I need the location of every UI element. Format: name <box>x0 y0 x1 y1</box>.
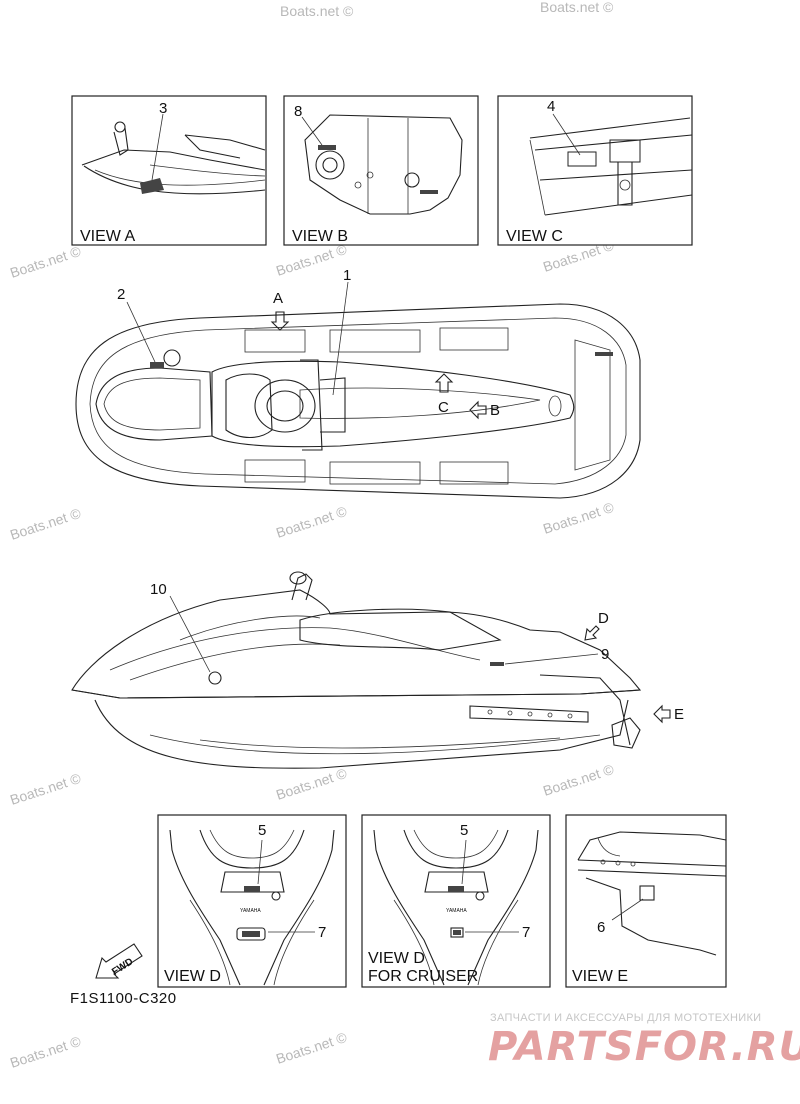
view-e-label: VIEW E <box>572 968 628 985</box>
fwd-direction-arrow: FWD <box>95 943 143 979</box>
callout-7: 7 <box>318 924 326 941</box>
view-a-label: VIEW A <box>80 228 135 245</box>
callout-7: 7 <box>522 924 530 941</box>
callout-10: 10 <box>150 581 167 598</box>
callout-6: 6 <box>597 919 605 936</box>
watermark: Boats.net © <box>8 770 83 808</box>
callout-3: 3 <box>159 100 167 117</box>
callout-5: 5 <box>258 822 266 839</box>
fwd-label: FWD <box>110 956 135 978</box>
watermark: Boats.net © <box>540 0 614 15</box>
callout-1: 1 <box>343 267 351 284</box>
view-b-panel: 8 VIEW B <box>283 95 479 246</box>
side-view-hull <box>71 571 642 769</box>
watermark: Boats.net © <box>274 503 349 541</box>
arrow-a-marker: A <box>270 290 290 331</box>
watermark: Boats.net © <box>8 505 83 543</box>
callout-8: 8 <box>294 103 302 120</box>
watermark: Boats.net © <box>280 3 354 19</box>
arrow-c-marker: C <box>434 373 454 416</box>
yamaha-logo-text: YAMAHA <box>446 908 467 914</box>
view-c-label: VIEW C <box>506 228 563 245</box>
view-c-panel: 4 VIEW C <box>497 95 693 246</box>
arrow-e-marker: E <box>653 704 684 724</box>
top-view-hull <box>75 281 641 499</box>
watermark: Boats.net © <box>541 761 616 799</box>
watermark: Boats.net © <box>274 241 349 279</box>
view-d-cruiser-panel: YAMAHA 5 7 VIEW D FOR CRUISER <box>361 814 551 988</box>
watermark: Boats.net © <box>8 243 83 281</box>
watermark: Boats.net © <box>274 1029 349 1067</box>
arrow-e-label: E <box>674 706 684 723</box>
view-d-label: VIEW D <box>164 968 221 985</box>
watermark: Boats.net © <box>541 499 616 537</box>
arrow-c-label: C <box>438 399 449 416</box>
yamaha-logo-text: YAMAHA <box>240 908 261 914</box>
arrow-b-marker: B <box>469 400 500 420</box>
view-d-cruiser-label: VIEW D <box>368 950 425 967</box>
callout-4: 4 <box>547 98 555 115</box>
view-a-panel: 3 VIEW A <box>71 95 267 246</box>
view-b-label: VIEW B <box>292 228 348 245</box>
callout-9: 9 <box>601 646 609 663</box>
view-d-cruiser-sublabel: FOR CRUISER <box>368 968 478 985</box>
view-d-panel: YAMAHA 5 7 VIEW D <box>157 814 347 988</box>
arrow-b-label: B <box>490 402 500 419</box>
view-e-panel: 6 VIEW E <box>565 814 727 988</box>
watermark: Boats.net © <box>274 765 349 803</box>
arrow-a-label: A <box>273 290 283 307</box>
figure-code: F1S1100-C320 <box>70 990 177 1007</box>
arrow-d-label: D <box>598 610 609 627</box>
shop-brand-logo[interactable]: PARTSFOR.RU <box>488 1024 800 1070</box>
watermark: Boats.net © <box>8 1033 83 1071</box>
arrow-d-marker: D <box>584 610 609 641</box>
callout-5: 5 <box>460 822 468 839</box>
callout-2: 2 <box>117 286 125 303</box>
shop-tagline: ЗАПЧАСТИ И АКСЕССУАРЫ ДЛЯ МОТОТЕХНИКИ <box>490 1012 762 1024</box>
